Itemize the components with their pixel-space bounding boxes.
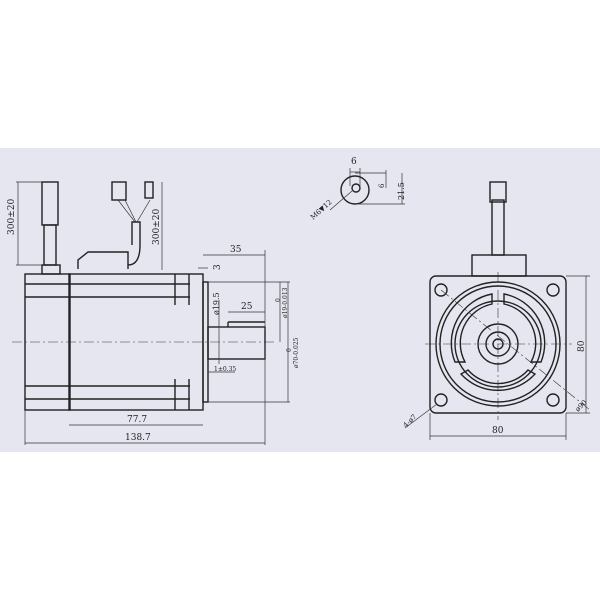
spigot-dia-label: ø70-0.025 <box>293 337 300 368</box>
spigot-tolerance-label: 1±0.35 <box>214 366 236 373</box>
key-height-label: 21.5 <box>397 182 406 200</box>
front-view: 4-ø7 ø90 80 80 <box>402 181 591 440</box>
height-label: 80 <box>577 340 587 352</box>
flange-offset-label: 3 <box>213 264 223 270</box>
side-view: 300±20 300±20 35 3 25 ø19.5 0 ø19-0.013 … <box>7 181 300 445</box>
body-length-label: 77.7 <box>127 415 147 425</box>
shaft-length-label: 35 <box>230 245 242 255</box>
spigot-dia-upper-label: 0 <box>286 348 293 352</box>
shaft-relief-dia-label: ø19.5 <box>212 292 221 315</box>
key-width-label: 6 <box>351 157 357 167</box>
cable2-length-label: 300±20 <box>152 209 162 245</box>
cable1-length-label: 300±20 <box>7 199 17 235</box>
total-length-label: 138.7 <box>125 433 151 443</box>
holes-label: 4-ø7 <box>402 413 419 430</box>
width-label: 80 <box>492 426 504 436</box>
shaft-dia-upper-label: 0 <box>275 298 282 302</box>
pcd-label: ø90 <box>574 398 589 413</box>
key-length-label: 25 <box>241 302 253 312</box>
shaft-section: 6 6 21.5 M6▼12 <box>309 157 406 221</box>
key-depth-label: 6 <box>378 183 386 188</box>
shaft-dia-label: ø19-0.013 <box>282 287 289 318</box>
